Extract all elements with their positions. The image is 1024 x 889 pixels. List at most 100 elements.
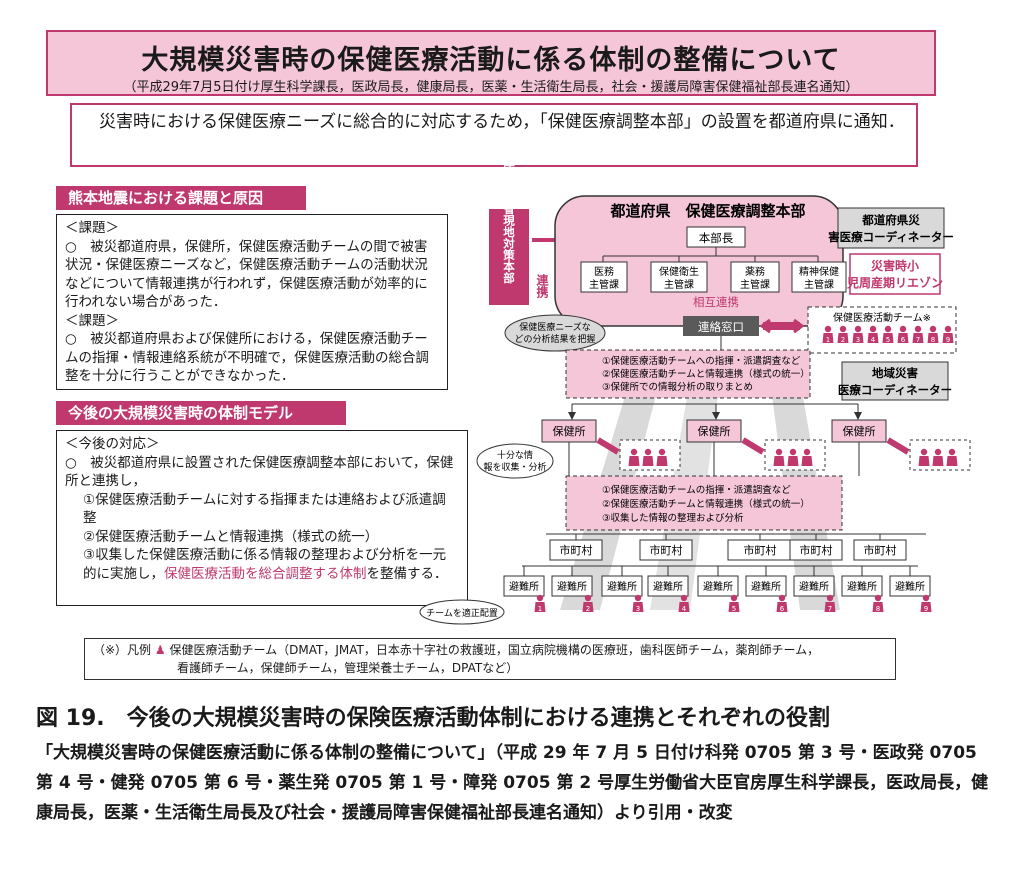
response-intro: ○ 被災都道府県に設置された保健医療調整本部において，保健所と連携し， [65, 454, 454, 490]
hq-title: 都道府県 保健医療調整本部 [609, 202, 805, 220]
issue-text: ○ 被災都道府県，保健所，保健医療活動チームの間で被害状況・保健医療ニーズなど，… [65, 238, 428, 311]
team-group [628, 448, 668, 466]
team-group [773, 448, 813, 466]
double-arrow-icon [759, 318, 805, 334]
pref-tasks-box [565, 349, 811, 399]
window-box [683, 316, 759, 336]
response-item: ③収集した保健医療活動に係る情報の整理および分析を一元的に実施し，保健医療活動を… [65, 546, 459, 583]
kumamoto-issues-box: ＜課題＞ ○ 被災都道府県，保健所，保健医療活動チームの間で被害状況・保健医療ニ… [56, 214, 448, 390]
area-coordinator-box [841, 361, 949, 401]
team-number: 5 [732, 605, 736, 613]
response-item: ②保健医療活動チームと情報連携（様式の統一） [83, 528, 379, 545]
shelter-team: 4 [678, 594, 690, 613]
team-number: 4 [682, 605, 687, 613]
shelter-team: 6 [776, 594, 788, 613]
shelter-team: 1 [534, 594, 546, 613]
response-item-text: ③収集した保健医療活動に係る情報の整理および分析を一元的に実施し， [83, 547, 447, 582]
team-number: 1 [538, 605, 542, 613]
dept-label: 薬務 [745, 265, 765, 278]
legend-box: （※）凡例 ♟ 保健医療活動チーム（DMAT，JMAT，日本赤十字社の救護班，国… [84, 638, 896, 680]
figure-caption: 図 19. 今後の大規模災害時の保険医療活動体制における連携とそれぞれの役割 [36, 706, 830, 731]
team-number: 3 [856, 336, 860, 344]
response-highlight: 保健医療活動を総合調整する体制 [164, 565, 367, 582]
team-number: 1 [826, 336, 830, 344]
team-number: 5 [886, 336, 890, 344]
team-number: 8 [931, 336, 935, 344]
team-people: 1 2 3 4 5 6 7 8 9 [822, 325, 954, 344]
info-bubble [476, 443, 554, 479]
dept-label: 主管課 [804, 278, 834, 291]
shelter-label: 避難所 [751, 580, 781, 593]
pref-task: ①保健医療活動チームへの指揮・派遣調査など [602, 355, 801, 367]
response-label: ＜今後の対応＞ [65, 436, 160, 452]
needs-bubble-label: どの分析結果を把握 [514, 333, 595, 345]
pediatric-liaison-label: 災害時小 [871, 258, 919, 273]
pediatric-liaison-label: 児周産期リエゾン [846, 275, 943, 290]
legend-line: 看護師チーム，保健師チーム，管理栄養士チーム，DPATなど） [177, 661, 519, 675]
shelter-label: 避難所 [557, 580, 587, 593]
shelter-label: 避難所 [847, 580, 877, 593]
info-bubble-label: 十分な情 [497, 449, 533, 461]
team-number: 6 [780, 605, 785, 613]
page-subtitle: （平成29年7月5日付け厚生科学課長，医政局長，健康局長，医薬・生活衛生局長，社… [123, 80, 859, 95]
team-number: 2 [586, 605, 590, 613]
hokenjo-label: 保健所 [843, 424, 876, 438]
needs-bubble [504, 314, 606, 352]
shelter-label: 避難所 [509, 580, 539, 593]
deploy-bubble-label: チームを適正配置 [426, 607, 498, 619]
hokenjo-label: 保健所 [553, 424, 586, 438]
mhlw-label: 厚生労働省現地対策本部 [502, 156, 516, 284]
legend-line: （※）凡例 ♟ 保健医療活動チーム（DMAT，JMAT，日本赤十字社の救護班，国… [93, 641, 887, 659]
title-banner: 大規模災害時の保健医療活動に係る体制の整備について （平成29年7月5日付け厚生… [46, 30, 936, 96]
team-number: 7 [828, 605, 832, 613]
team-number: 6 [901, 336, 906, 344]
shelter-team: 3 [632, 594, 644, 613]
legend-text: 保健医療活動チーム（DMAT，JMAT，日本赤十字社の救護班，国立病院機構の医療… [169, 643, 820, 657]
hc-tasks-box [565, 475, 843, 531]
info-bubble-label: 報を収集・分析 [483, 461, 546, 473]
team-number: 9 [946, 336, 950, 344]
model-response-box: ＜今後の対応＞ ○ 被災都道府県に設置された保健医療調整本部において，保健所と連… [56, 430, 468, 606]
page-title: 大規模災害時の保健医療活動に係る体制の整備について [141, 45, 841, 76]
dept-box [730, 261, 780, 293]
dept-label: 精神保健 [799, 265, 839, 278]
window-label: 連絡窓口 [698, 320, 744, 334]
intro-text: 災害時における保健医療ニーズに総合的に対応するため，「保健医療調整本部」の設置を… [70, 103, 918, 167]
hokenjo-label: 保健所 [698, 424, 731, 438]
dept-label: 保健衛生 [659, 265, 699, 278]
needs-bubble-label: 保健医療ニーズな [519, 321, 591, 333]
deploy-bubble [419, 599, 505, 625]
area-coordinator-label: 医療コーディネーター [838, 383, 952, 397]
team-number: 3 [636, 605, 640, 613]
shelter-label: 避難所 [653, 580, 683, 593]
dept-box [650, 261, 708, 293]
team-number: 2 [841, 336, 845, 344]
dept-box [791, 261, 847, 293]
legend-prefix: （※）凡例 [93, 643, 152, 657]
shelter-label: 避難所 [895, 580, 925, 593]
pref-coordinator-box [837, 207, 945, 249]
sogo-label: 相互連携 [693, 295, 739, 309]
pref-coordinator-label: 都道府県災 [861, 213, 920, 227]
shelter-team: 5 [728, 594, 740, 613]
team-group [918, 448, 958, 466]
response-item-end: を整備する． [366, 565, 448, 582]
dept-label: 主管課 [740, 278, 770, 291]
team-number: 4 [871, 336, 876, 344]
shelter-team: 2 [582, 594, 594, 613]
dept-label: 主管課 [589, 278, 619, 291]
section-header-model: 今後の大規模災害時の体制モデル [56, 401, 346, 425]
hokenjo-team-link [596, 437, 620, 455]
shelter-team: 8 [872, 594, 884, 613]
pref-coordinator-label: 害医療コーディネーター [828, 230, 954, 244]
shelter-team: 9 [920, 594, 932, 613]
hc-task: ②保健医療活動チームと情報連携（様式の統一） [602, 498, 810, 510]
hokenjo-team-link [886, 437, 910, 455]
team-number: 7 [916, 336, 920, 344]
municipality-label: 市町村 [650, 543, 683, 557]
hc-task: ①保健医療活動チームの指揮・派遣調査など [602, 484, 791, 496]
municipality-label: 市町村 [800, 543, 833, 557]
section-header-kumamoto: 熊本地震における課題と原因 [56, 186, 306, 210]
municipality-label: 市町村 [744, 543, 777, 557]
